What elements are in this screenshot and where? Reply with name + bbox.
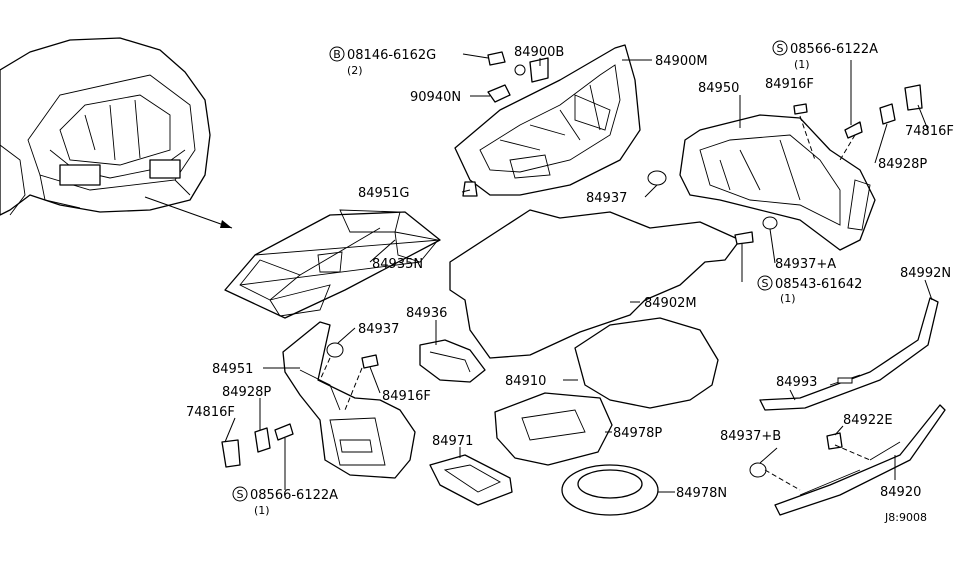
label-84993: 84993 bbox=[776, 375, 817, 390]
label-84928P-top: 84928P bbox=[878, 157, 927, 172]
label-84950: 84950 bbox=[698, 81, 739, 96]
label-84951G: 84951G bbox=[358, 186, 409, 201]
trim-rail-84920 bbox=[774, 404, 946, 516]
symbol-s-screw-bot: S bbox=[232, 486, 248, 502]
symbol-s-screw-mid: S bbox=[757, 275, 773, 291]
symbol-s-screw-top: S bbox=[772, 40, 788, 56]
label-84910: 84910 bbox=[505, 374, 546, 389]
label-84937-upper: 84937 bbox=[586, 191, 627, 206]
label-84920: 84920 bbox=[880, 485, 921, 500]
label-08543-61642: 08543-61642 bbox=[775, 277, 862, 292]
label-08566-6122A-bottom: 08566-6122A bbox=[250, 488, 338, 503]
label-84935N: 84935N bbox=[372, 257, 423, 272]
label-84978N: 84978N bbox=[676, 486, 727, 501]
spare-tire-cover bbox=[574, 317, 719, 409]
label-84900B: 84900B bbox=[514, 45, 564, 60]
label-84916F-bottom: 84916F bbox=[382, 389, 431, 404]
label-84937-plus-A: 84937+A bbox=[775, 257, 836, 272]
label-08566-6122A-top: 08566-6122A bbox=[790, 42, 878, 57]
symbol-b-bolt: B bbox=[329, 46, 345, 62]
label-84937-plus-B: 84937+B bbox=[720, 429, 781, 444]
label-84937-lower: 84937 bbox=[358, 322, 399, 337]
label-08146-qty: (2) bbox=[347, 64, 363, 77]
leader-lines bbox=[224, 53, 933, 493]
label-08146-6162G: 08146-6162G bbox=[347, 48, 436, 63]
svg-text:B: B bbox=[333, 48, 341, 61]
label-84922E: 84922E bbox=[843, 413, 893, 428]
label-74816F-bottom: 74816F bbox=[186, 405, 235, 420]
label-08566-top-qty: (1) bbox=[794, 58, 810, 71]
diagram-code: J8:9008 bbox=[884, 511, 927, 524]
label-08566-bottom-qty: (1) bbox=[254, 504, 270, 517]
storage-tray bbox=[494, 392, 613, 466]
svg-text:S: S bbox=[777, 42, 784, 55]
bracket-84971 bbox=[429, 454, 513, 506]
label-84971: 84971 bbox=[432, 434, 473, 449]
overview-arrow bbox=[144, 196, 233, 229]
cargo-net bbox=[224, 209, 441, 319]
label-84936: 84936 bbox=[406, 306, 447, 321]
strap bbox=[419, 339, 486, 383]
trunk-floor-carpet bbox=[449, 209, 741, 359]
svg-text:S: S bbox=[237, 488, 244, 501]
trunk-lid-trim bbox=[454, 44, 641, 196]
fasteners bbox=[221, 51, 923, 478]
side-trim-right bbox=[679, 114, 876, 251]
label-84928P-bottom: 84928P bbox=[222, 385, 271, 400]
label-84902M: 84902M bbox=[644, 296, 697, 311]
label-84992N: 84992N bbox=[900, 266, 951, 281]
label-84951: 84951 bbox=[212, 362, 253, 377]
label-08543-qty: (1) bbox=[780, 292, 796, 305]
vehicle-rear-overview bbox=[0, 37, 211, 216]
overview-arrowhead bbox=[220, 220, 232, 228]
label-84978P: 84978P bbox=[613, 426, 662, 441]
svg-text:S: S bbox=[762, 277, 769, 290]
spare-tire bbox=[561, 464, 659, 516]
label-84900M: 84900M bbox=[655, 54, 708, 69]
label-84916F-top: 84916F bbox=[765, 77, 814, 92]
label-90940N: 90940N bbox=[410, 90, 461, 105]
trim-rail-84992N bbox=[759, 297, 939, 411]
label-74816F-top: 74816F bbox=[905, 124, 954, 139]
